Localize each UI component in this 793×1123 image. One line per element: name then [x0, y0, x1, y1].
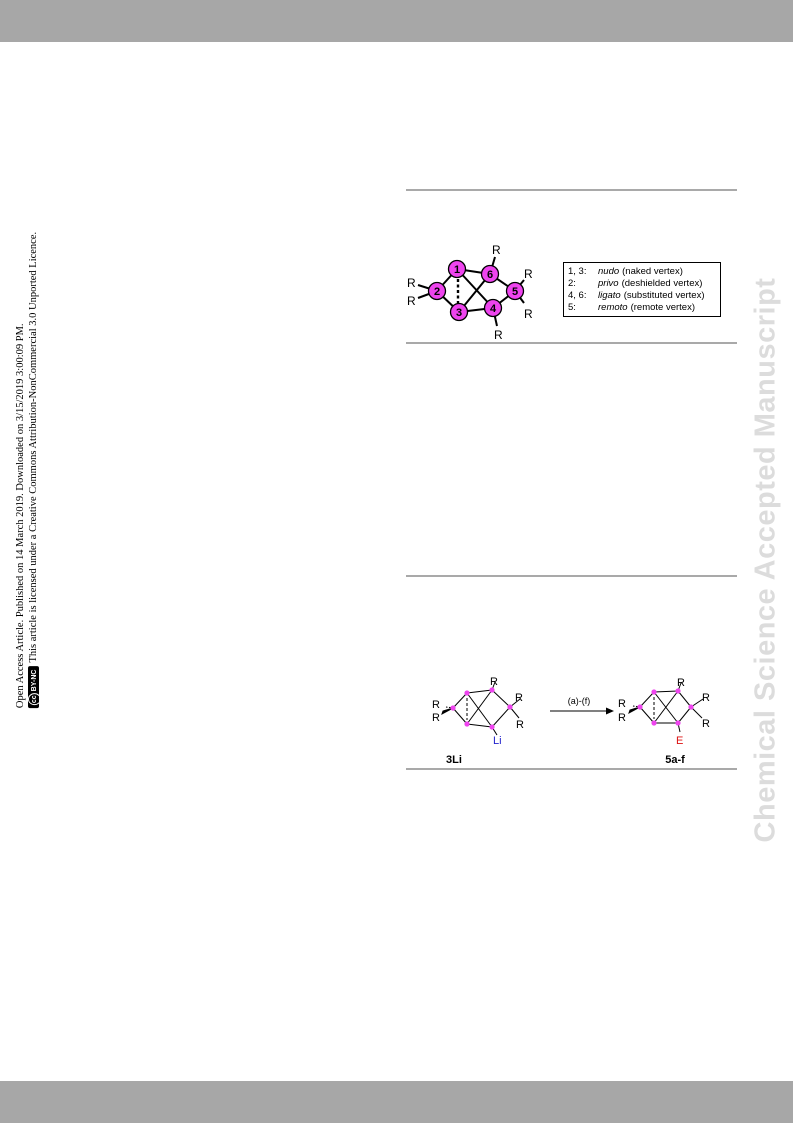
scheme1-top-rule: [406, 189, 737, 191]
vertex-6-node: [480, 264, 500, 284]
r-group-label: R: [516, 719, 524, 731]
vertex-4-node: [483, 298, 503, 318]
vertex-2-label: 2: [434, 286, 440, 298]
r-group-label: R: [618, 698, 626, 710]
vertex-3-node: [449, 302, 469, 322]
r-group-label: R: [492, 243, 501, 257]
vertex-1-label: 1: [454, 264, 460, 276]
r-group-label: R: [494, 328, 503, 342]
watermark: Chemical Science Accepted Manuscript: [749, 277, 782, 843]
r-group-label: R: [702, 692, 710, 704]
product-compound-label: 5a-f: [665, 754, 685, 766]
r-group-label: R: [515, 692, 523, 704]
vertex-diagram: 1 2 3 4 5 6 R R R R R R: [407, 243, 533, 342]
top-bar: [0, 0, 793, 42]
vertex-6-label: 6: [487, 269, 493, 281]
arrow-head-icon: [606, 707, 614, 715]
vertex-5-label: 5: [512, 286, 518, 298]
reaction-scheme: R R R R R Li 3Li (a)-(f) R R R: [432, 676, 710, 766]
vertex-3-label: 3: [456, 307, 462, 319]
vertex-legend: 1, 3: nudo (naked vertex) 2: privo (desh…: [563, 262, 721, 317]
r-group-label: R: [490, 676, 498, 688]
vertex-5-node: [505, 281, 525, 301]
scheme2-bottom-rule: [406, 768, 737, 770]
vertex-4-label: 4: [490, 303, 497, 315]
electrophile-label: E: [676, 735, 683, 747]
r-group-label: R: [407, 276, 416, 290]
r-group-label: R: [432, 712, 440, 724]
r-group-label: R: [618, 712, 626, 724]
vertex-1-node: [447, 259, 467, 279]
vertex-2-node: [427, 281, 447, 301]
legend-row: 2: privo (deshielded vertex): [568, 278, 703, 289]
reagent-label: (a)-(f): [568, 696, 591, 706]
publication-note: Open Access Article. Published on 14 Mar…: [15, 323, 26, 709]
bottom-bar: [0, 1081, 793, 1123]
r-group-label: R: [524, 267, 533, 281]
open-access-note: Open Access Article. Published on 14 Mar…: [14, 231, 42, 709]
r-group-label: R: [432, 699, 440, 711]
scheme2-top-rule: [406, 575, 737, 577]
r-group-label: R: [407, 294, 416, 308]
legend-row: 5: remoto (remote vertex): [568, 302, 695, 313]
legend-row: 4, 6: ligato (substituted vertex): [568, 290, 705, 301]
legend-row: 1, 3: nudo (naked vertex): [568, 266, 683, 277]
cc-license-badge[interactable]: ccBY-NC: [28, 666, 42, 709]
r-group-label: R: [524, 307, 533, 321]
start-compound-label: 3Li: [446, 754, 462, 766]
lithium-label: Li: [493, 735, 502, 747]
license-note: This article is licensed under a Creativ…: [28, 231, 39, 663]
r-group-label: R: [677, 677, 685, 689]
scheme1-bottom-rule: [406, 342, 737, 344]
r-group-label: R: [702, 718, 710, 730]
